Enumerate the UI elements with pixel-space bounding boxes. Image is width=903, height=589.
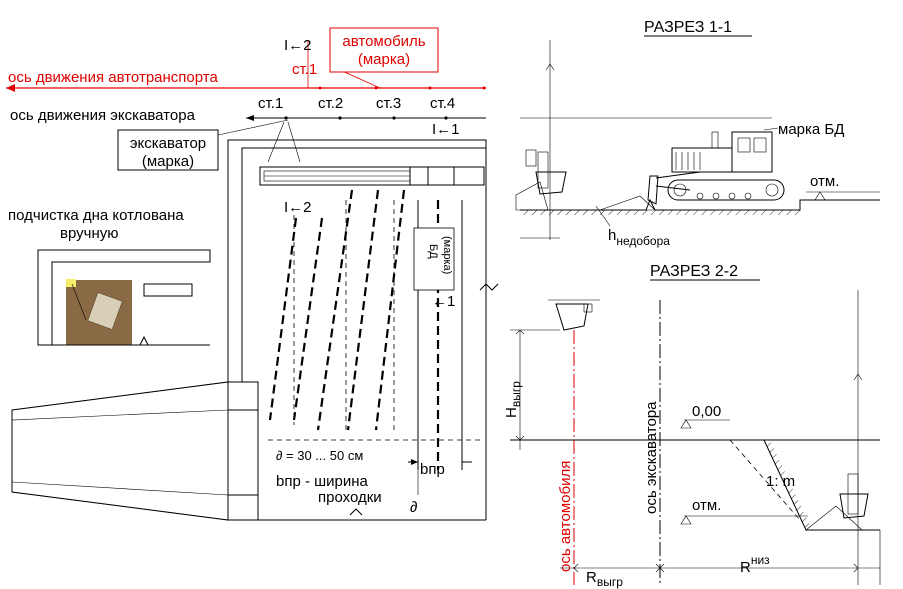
truck-axis-vertical-label: ось автомобиля [557,461,574,572]
h-unload: Hвыгр [503,381,523,418]
plan-view: ось движения автотранспорта автомобиль (… [6,27,499,521]
car-station: ст.1 [292,61,317,78]
bulldozer-side [647,131,785,205]
zero-mark: 0,00 [692,403,721,420]
section-1-1: РАЗРЕЗ 1-1 [515,19,880,248]
slope-label: 1: m [766,473,795,490]
section-1-1-title: РАЗРЕЗ 1-1 [644,19,732,36]
section-marker-1-top: I←1 [432,121,460,138]
car-label-line2: (марка) [358,51,410,68]
excavator-axis: ось движения экскаватора ст.1 ст.2 ст.3 … [10,95,486,138]
excavator-axis-label: ось движения экскаватора [10,107,196,124]
section-marker-1-mid: ←1 [432,293,455,310]
yellow-marker [66,279,76,287]
r-unload: Rвыгр [586,569,623,589]
b-pr-label: bпр [420,461,445,478]
section-2-2-title: РАЗРЕЗ 2-2 [650,263,738,280]
manual-cleanup-inset [37,249,211,346]
spacing-note: ∂ = 30 ... 50 см [276,448,363,463]
car-label-box: автомобиль (марка) ст.1 [292,27,439,78]
bulldozer-box-plan: БД (марка) [413,227,455,291]
section-1-1-elevation: отм. [810,173,839,190]
station-2: ст.2 [318,95,343,112]
truck-axis-label: ось движения автотранспорта [8,69,218,86]
pass-width-line2: проходки [318,489,382,506]
section-2-2-elevation: отм. [692,497,721,514]
excavator-label-line1: экскаватор [130,135,206,152]
section-marker-2-top: I←2 [284,37,312,54]
bulldozer-box-line2: (марка) [441,236,453,274]
station-3: ст.3 [376,95,401,112]
section-marker-2-mid: I←2 [284,199,312,216]
station-1: ст.1 [258,95,283,112]
h-nedobora: hнедобора [608,227,670,248]
pass-width-line1: bпр - ширина [276,473,369,490]
pit-walls [11,139,499,521]
bulldozer-model-label: марка БД [778,121,844,138]
delta-label: ∂ [410,499,417,516]
excavator-label-line2: (марка) [142,153,194,170]
manual-cleanup-line2: вручную [60,225,119,242]
manual-cleanup-line1: подчистка дна котлована [8,207,184,224]
truck-axis: ось движения автотранспорта [6,40,486,92]
pass-width-dimension [408,459,472,495]
excavator-axis-vertical-label: ось экскаватора [643,401,660,514]
station-4: ст.4 [430,95,455,112]
r-low: Rниз [740,553,770,576]
excavator-rail [259,166,485,186]
section-2-2: РАЗРЕЗ 2-2 ось автомобиля ось экскаватор… [503,263,881,589]
truck-axis-arrow [6,84,15,92]
car-label-line1: автомобиль [342,33,425,50]
pass-strips [268,189,480,470]
excavator-label-box: экскаватор (марка) [117,119,301,171]
bulldozer-box-line1: БД [427,244,439,259]
